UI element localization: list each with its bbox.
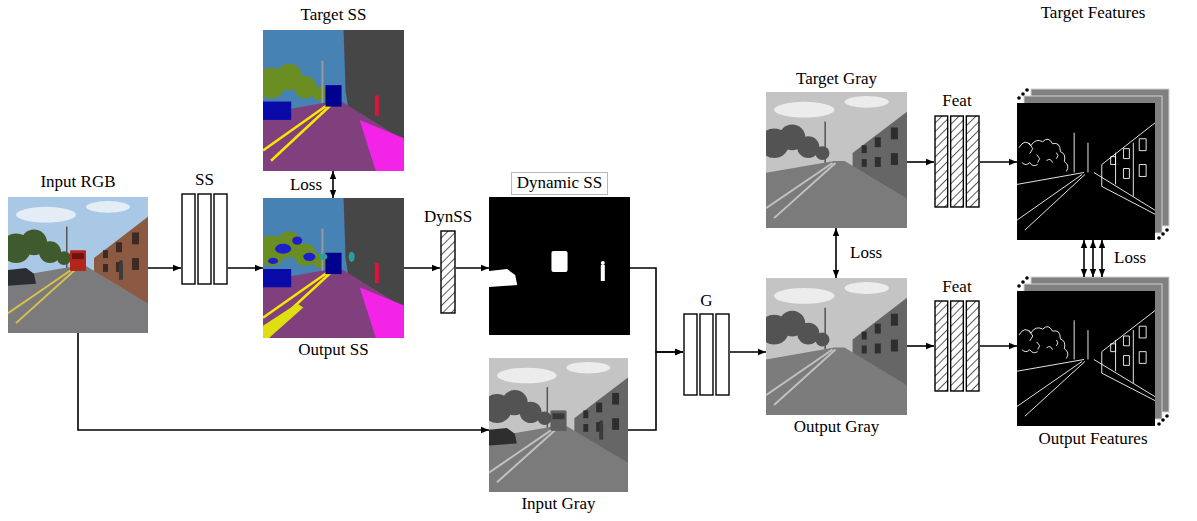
- arrow-connector: [907, 161, 934, 163]
- layer-rect: [684, 314, 697, 395]
- panel-title: G: [700, 292, 712, 311]
- image-panel: Target Gray: [766, 92, 907, 228]
- gray-photo: [482, 358, 628, 492]
- feature-stack: Target Features: [1017, 103, 1155, 240]
- arrow-connector: [228, 267, 263, 269]
- network-block: SS: [181, 193, 228, 285]
- block-outline: [440, 230, 456, 314]
- image-panel: Input RGB: [8, 197, 148, 333]
- arrow-connector: [78, 333, 489, 430]
- panel-title: SS: [195, 171, 214, 190]
- layer-rect: [441, 231, 455, 313]
- arrow-connector: [907, 345, 934, 347]
- arrow-connector: [980, 345, 1017, 347]
- stack-dots: [1017, 88, 1169, 426]
- arrow-connector: [1092, 240, 1094, 277]
- rgb-photo: [1, 197, 148, 333]
- gray-photo: [759, 278, 907, 415]
- arrow-connector: [630, 268, 683, 352]
- image-panel: Dynamic SS: [489, 197, 630, 335]
- layer-rect: [951, 301, 964, 391]
- image-panel: Input Gray: [489, 358, 628, 492]
- feature-stack: Output Features: [1017, 291, 1155, 426]
- block-outline: [934, 115, 980, 208]
- panel-title: DynSS: [424, 208, 472, 227]
- dynamic-mask: [489, 197, 630, 335]
- arrow-connector: [148, 267, 181, 269]
- panel-title: Output SS: [298, 341, 368, 360]
- image-panel: Target SS: [263, 30, 404, 171]
- segmentation-noise: [263, 237, 355, 338]
- arrow-connector: [730, 351, 766, 353]
- feature-map: [1017, 291, 1155, 426]
- layer-rect: [966, 301, 979, 391]
- panel-title: Dynamic SS: [511, 172, 608, 195]
- arrow-connector: [980, 161, 1017, 163]
- image-panel: Output SS: [263, 198, 404, 338]
- panel-title: Target Gray: [796, 70, 877, 89]
- panel-title: Input RGB: [40, 173, 115, 192]
- panel-title: Feat: [942, 278, 971, 297]
- panel-title: Input Gray: [521, 495, 595, 514]
- panel-title: Output Features: [1038, 430, 1147, 449]
- panel-title: Feat: [942, 92, 971, 111]
- panel-title: Target Features: [1041, 4, 1146, 23]
- segmentation-map: [256, 30, 404, 171]
- segmentation-map: [256, 198, 404, 338]
- feature-map: [1017, 103, 1155, 240]
- layer-rect: [935, 301, 948, 391]
- layer-rect: [716, 314, 729, 395]
- network-block: G: [683, 313, 730, 396]
- network-block: Feat: [934, 115, 980, 208]
- loss-label: Loss: [288, 176, 324, 195]
- layer-rect: [700, 314, 713, 395]
- arrow-connector: [456, 267, 489, 269]
- panel-title: Target SS: [300, 6, 366, 25]
- block-outline: [683, 313, 730, 396]
- layer-rect: [951, 116, 964, 207]
- image-panel: Output Gray: [766, 278, 907, 415]
- arrow-connector: [332, 171, 334, 198]
- arrow-connector: [835, 228, 837, 278]
- block-outline: [934, 300, 980, 392]
- network-block: Feat: [934, 300, 980, 392]
- layer-rect: [198, 194, 211, 284]
- extra-loss-arrows: [1084, 240, 1102, 277]
- arrow-connector: [404, 267, 440, 269]
- loss-label: Loss: [1112, 249, 1148, 268]
- loss-label: Loss: [848, 244, 884, 263]
- arrow-connector: [628, 352, 683, 430]
- layer-rect: [182, 194, 195, 284]
- layer-rect: [966, 116, 979, 207]
- block-outline: [181, 193, 228, 285]
- layer-rect: [935, 116, 948, 207]
- layer-rect: [214, 194, 227, 284]
- gray-photo: [759, 92, 907, 228]
- network-block: DynSS: [440, 230, 456, 314]
- panel-title: Output Gray: [794, 418, 879, 437]
